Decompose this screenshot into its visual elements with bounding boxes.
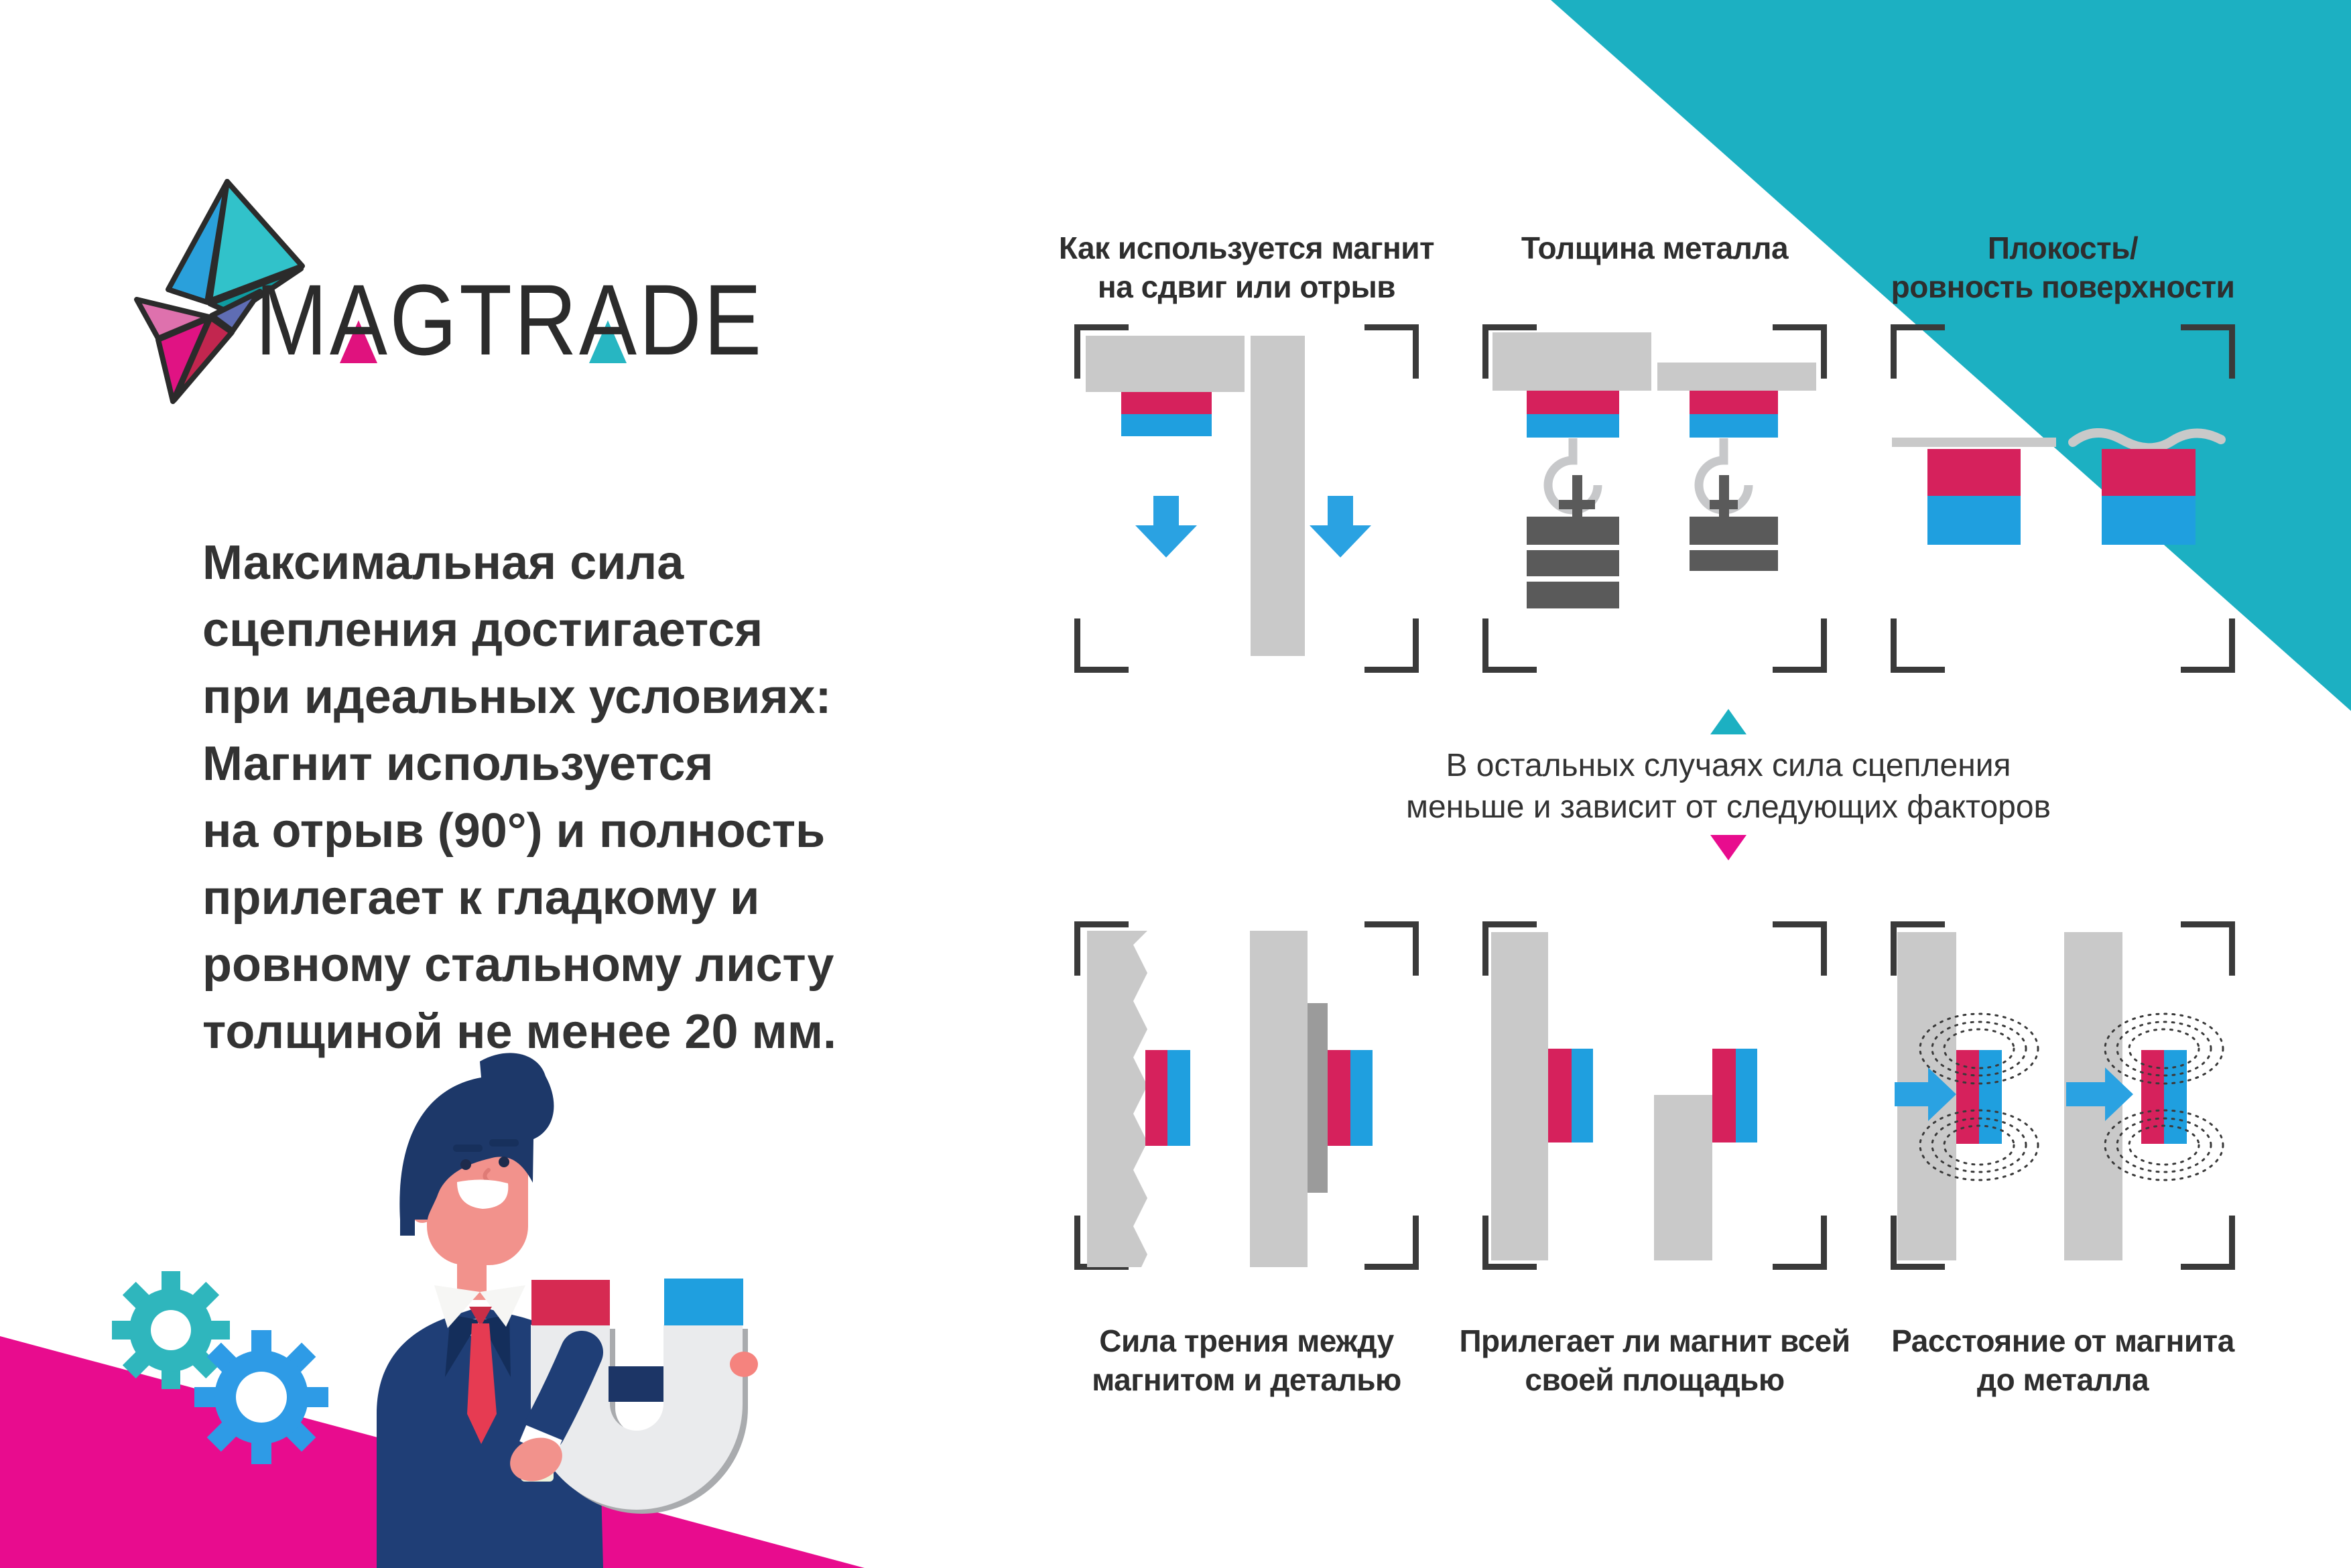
bottom-caption-2: Прилегает ли магнит всей своей площадью [1459, 1323, 1850, 1397]
bottom-caption-1: Сила трения между магнитом и деталью [1092, 1323, 1401, 1397]
bracket-corner-icon [1074, 324, 1129, 379]
bracket-corner-icon [2181, 921, 2235, 976]
bracket-corner-icon [1891, 921, 1945, 976]
contact-area-illustration [1491, 932, 1757, 1260]
bracket-corner-icon [1074, 921, 1129, 976]
bracket-corner-icon [1074, 618, 1129, 673]
mascot-front-arm [510, 1331, 603, 1482]
bracket-corner-icon [1773, 921, 1827, 976]
middle-note: В остальных случаях сила сцепления меньш… [1405, 748, 2051, 825]
top-factor-title-1: Как используется магнит на сдвиг или отр… [1058, 231, 1435, 304]
weight-heavy [1527, 475, 1619, 608]
diagram-distance [1891, 921, 2235, 1270]
bracket-corner-icon [1773, 324, 1827, 379]
bracket-corner-icon [1482, 618, 1537, 673]
bracket-corner-icon [2181, 324, 2235, 379]
bracket-corner-icon [1773, 618, 1827, 673]
bracket-corner-icon [2181, 1216, 2235, 1270]
top-factor-title-3: Плокость/ ровность поверхности [1891, 231, 2235, 304]
bracket-corner-icon [1364, 618, 1419, 673]
magnetic-field-lines [1919, 1012, 2224, 1181]
weight-light [1690, 475, 1778, 571]
bracket-corner-icon [1482, 324, 1537, 379]
down-arrow-icon [1135, 496, 1371, 558]
bracket-corner-icon [1364, 1216, 1419, 1270]
gear-icon [112, 1271, 230, 1389]
bracket-corner-icon [1364, 324, 1419, 379]
diagram-contact-area [1482, 921, 1827, 1270]
bracket-corner-icon [1891, 324, 1945, 379]
metal-thickness-illustration [1492, 332, 1816, 608]
bracket-corner-icon [2181, 618, 2235, 673]
top-factor-title-2: Толщина металла [1521, 231, 1789, 265]
bracket-corner-icon [1482, 921, 1537, 976]
logo-letter-a-pink-triangle [340, 320, 377, 363]
diagram-surface-flatness [1891, 324, 2235, 673]
magnet-shear-pull-illustration [1086, 336, 1371, 656]
horseshoe-magnet [531, 1279, 758, 1514]
bracket-corner-icon [1891, 618, 1945, 673]
friction-illustration [1087, 931, 1373, 1267]
hand-dot [730, 1352, 758, 1377]
diagram-friction [1074, 921, 1419, 1270]
distance-illustration [1895, 932, 2224, 1260]
magtrade-logo-icon [134, 179, 305, 404]
bottom-caption-3: Расстояние от магнита до металла [1891, 1323, 2234, 1397]
down-triangle-icon [1710, 835, 1746, 860]
diagram-metal-thickness [1482, 324, 1827, 673]
diagram-magnet-usage [1074, 324, 1419, 673]
intro-text: Максимальная сила сцепления достигается … [202, 536, 837, 1059]
up-triangle-icon [1710, 709, 1746, 734]
bracket-corner-icon [1773, 1216, 1827, 1270]
logo-letter-a-teal-triangle [589, 320, 627, 363]
brand-wordmark: MAGTRADE [255, 263, 764, 376]
mascot-scene [0, 1053, 865, 1568]
gear-icon [194, 1330, 328, 1464]
bracket-corner-icon [1891, 1216, 1945, 1270]
bracket-corner-icon [1364, 921, 1419, 976]
surface-flatness-illustration [1892, 428, 2226, 545]
right-arrow-icon [1895, 1067, 2133, 1121]
bracket-corner-icon [1482, 1216, 1537, 1270]
